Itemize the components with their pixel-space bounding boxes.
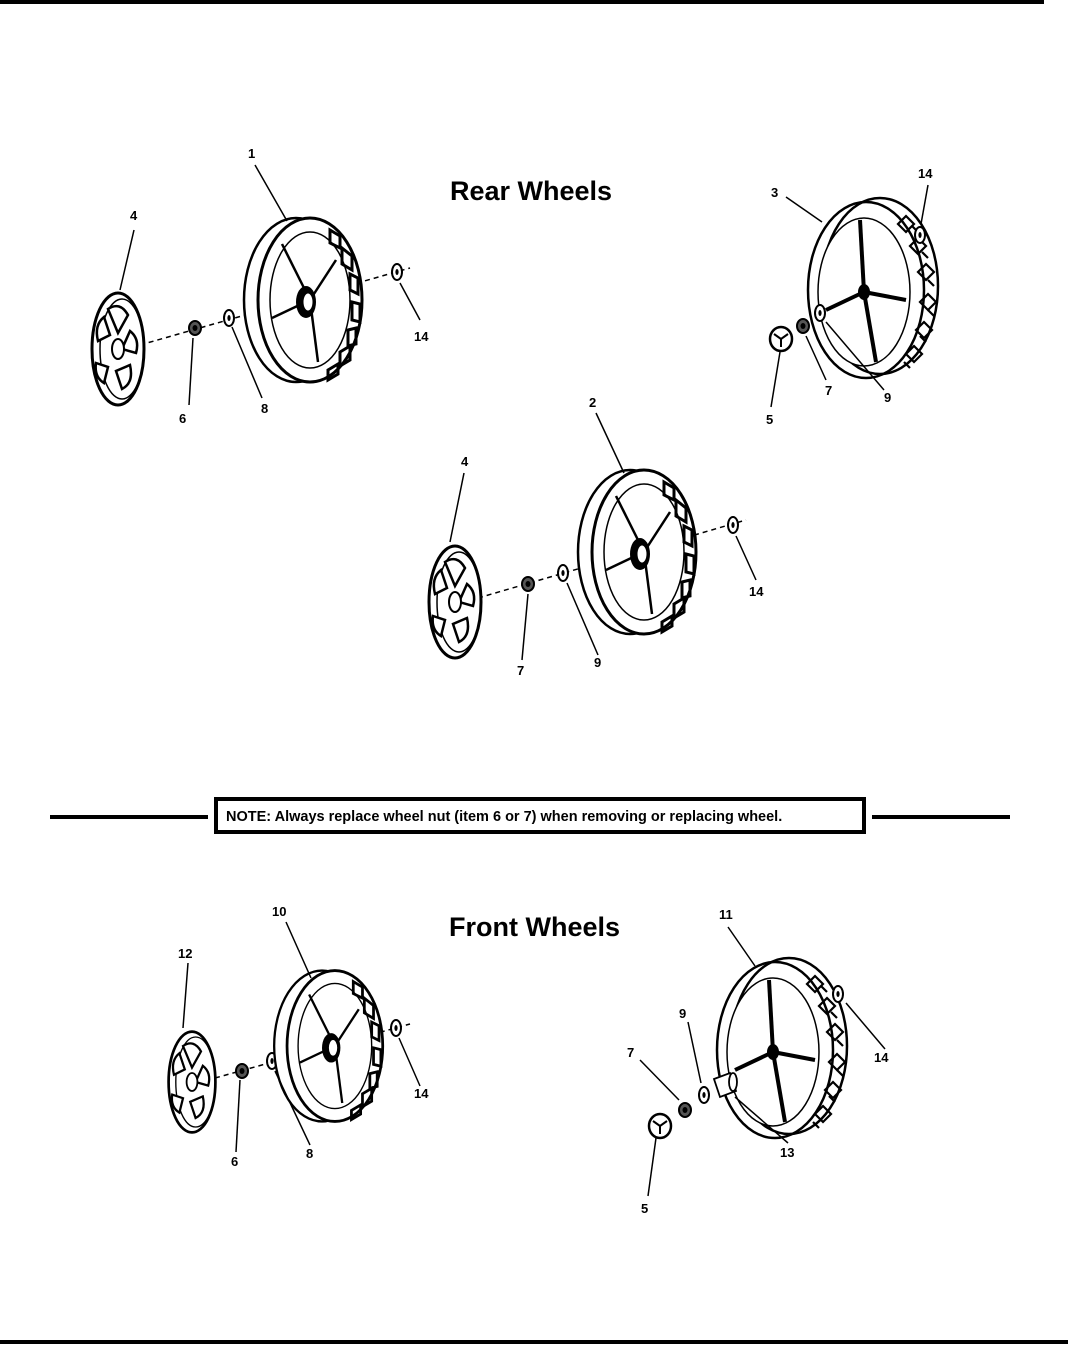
top-rule [0, 0, 1044, 4]
washer-icon [390, 1019, 402, 1037]
rear-wheels-heading: Rear Wheels [450, 176, 612, 206]
washer-icon [814, 304, 826, 322]
cap-icon [768, 325, 794, 353]
cap-icon [647, 1112, 673, 1140]
wheel-icon [272, 969, 385, 1123]
washer-icon [698, 1086, 710, 1104]
callout-9: 9 [594, 655, 601, 670]
nut-icon [796, 318, 810, 334]
callout-9: 9 [884, 390, 891, 405]
rear-middle-assembly: 2 4 7 9 14 [427, 395, 764, 678]
callout-8: 8 [306, 1146, 313, 1161]
callout-4: 4 [130, 208, 138, 223]
front-right-assembly: 11 9 7 14 13 5 [627, 907, 889, 1216]
nut-icon [521, 576, 535, 592]
note-box [214, 797, 866, 834]
hubcap-icon [167, 1030, 217, 1134]
bottom-rule [0, 1340, 1068, 1344]
callout-14: 14 [874, 1050, 889, 1065]
callout-5: 5 [766, 412, 773, 427]
wheel-icon [242, 216, 364, 384]
callout-14: 14 [918, 166, 933, 181]
callout-7: 7 [517, 663, 524, 678]
callout-4: 4 [461, 454, 469, 469]
front-left-assembly: 10 12 6 8 14 [167, 904, 429, 1169]
callout-1: 1 [248, 146, 255, 161]
rear-right-assembly: 3 14 5 7 9 [766, 166, 940, 427]
callout-7: 7 [825, 383, 832, 398]
callout-8: 8 [261, 401, 268, 416]
callout-14: 14 [749, 584, 764, 599]
nut-icon [678, 1102, 692, 1118]
washer-icon [832, 985, 844, 1003]
callout-3: 3 [771, 185, 778, 200]
washer-icon [223, 309, 235, 327]
callout-7: 7 [627, 1045, 634, 1060]
note-text: NOTE: Always replace wheel nut (item 6 o… [226, 809, 782, 825]
washer-icon [557, 564, 569, 582]
callout-11: 11 [719, 907, 733, 922]
callout-5: 5 [641, 1201, 648, 1216]
note-rule-left [50, 815, 208, 819]
nut-icon [235, 1063, 249, 1079]
callout-6: 6 [179, 411, 186, 426]
callout-9: 9 [679, 1006, 686, 1021]
hubcap-icon [427, 544, 483, 660]
callout-13: 13 [780, 1145, 794, 1160]
wheel-icon [806, 196, 940, 380]
callout-6: 6 [231, 1154, 238, 1169]
washer-icon [914, 226, 926, 244]
wheel-icon [715, 956, 849, 1140]
callout-10: 10 [272, 904, 286, 919]
nut-icon [188, 320, 202, 336]
hubcap-icon [90, 291, 146, 407]
callout-2: 2 [589, 395, 596, 410]
front-wheels-heading: Front Wheels [449, 912, 620, 942]
washer-icon [391, 263, 403, 281]
note-rule-right [872, 815, 1010, 819]
rear-left-assembly: 1 4 6 8 14 [90, 146, 429, 426]
wheel-icon [576, 468, 698, 636]
note-section: NOTE: Always replace wheel nut (item 6 o… [50, 797, 1010, 834]
callout-12: 12 [178, 946, 192, 961]
callout-14: 14 [414, 329, 429, 344]
callout-14: 14 [414, 1086, 429, 1101]
washer-icon [727, 516, 739, 534]
